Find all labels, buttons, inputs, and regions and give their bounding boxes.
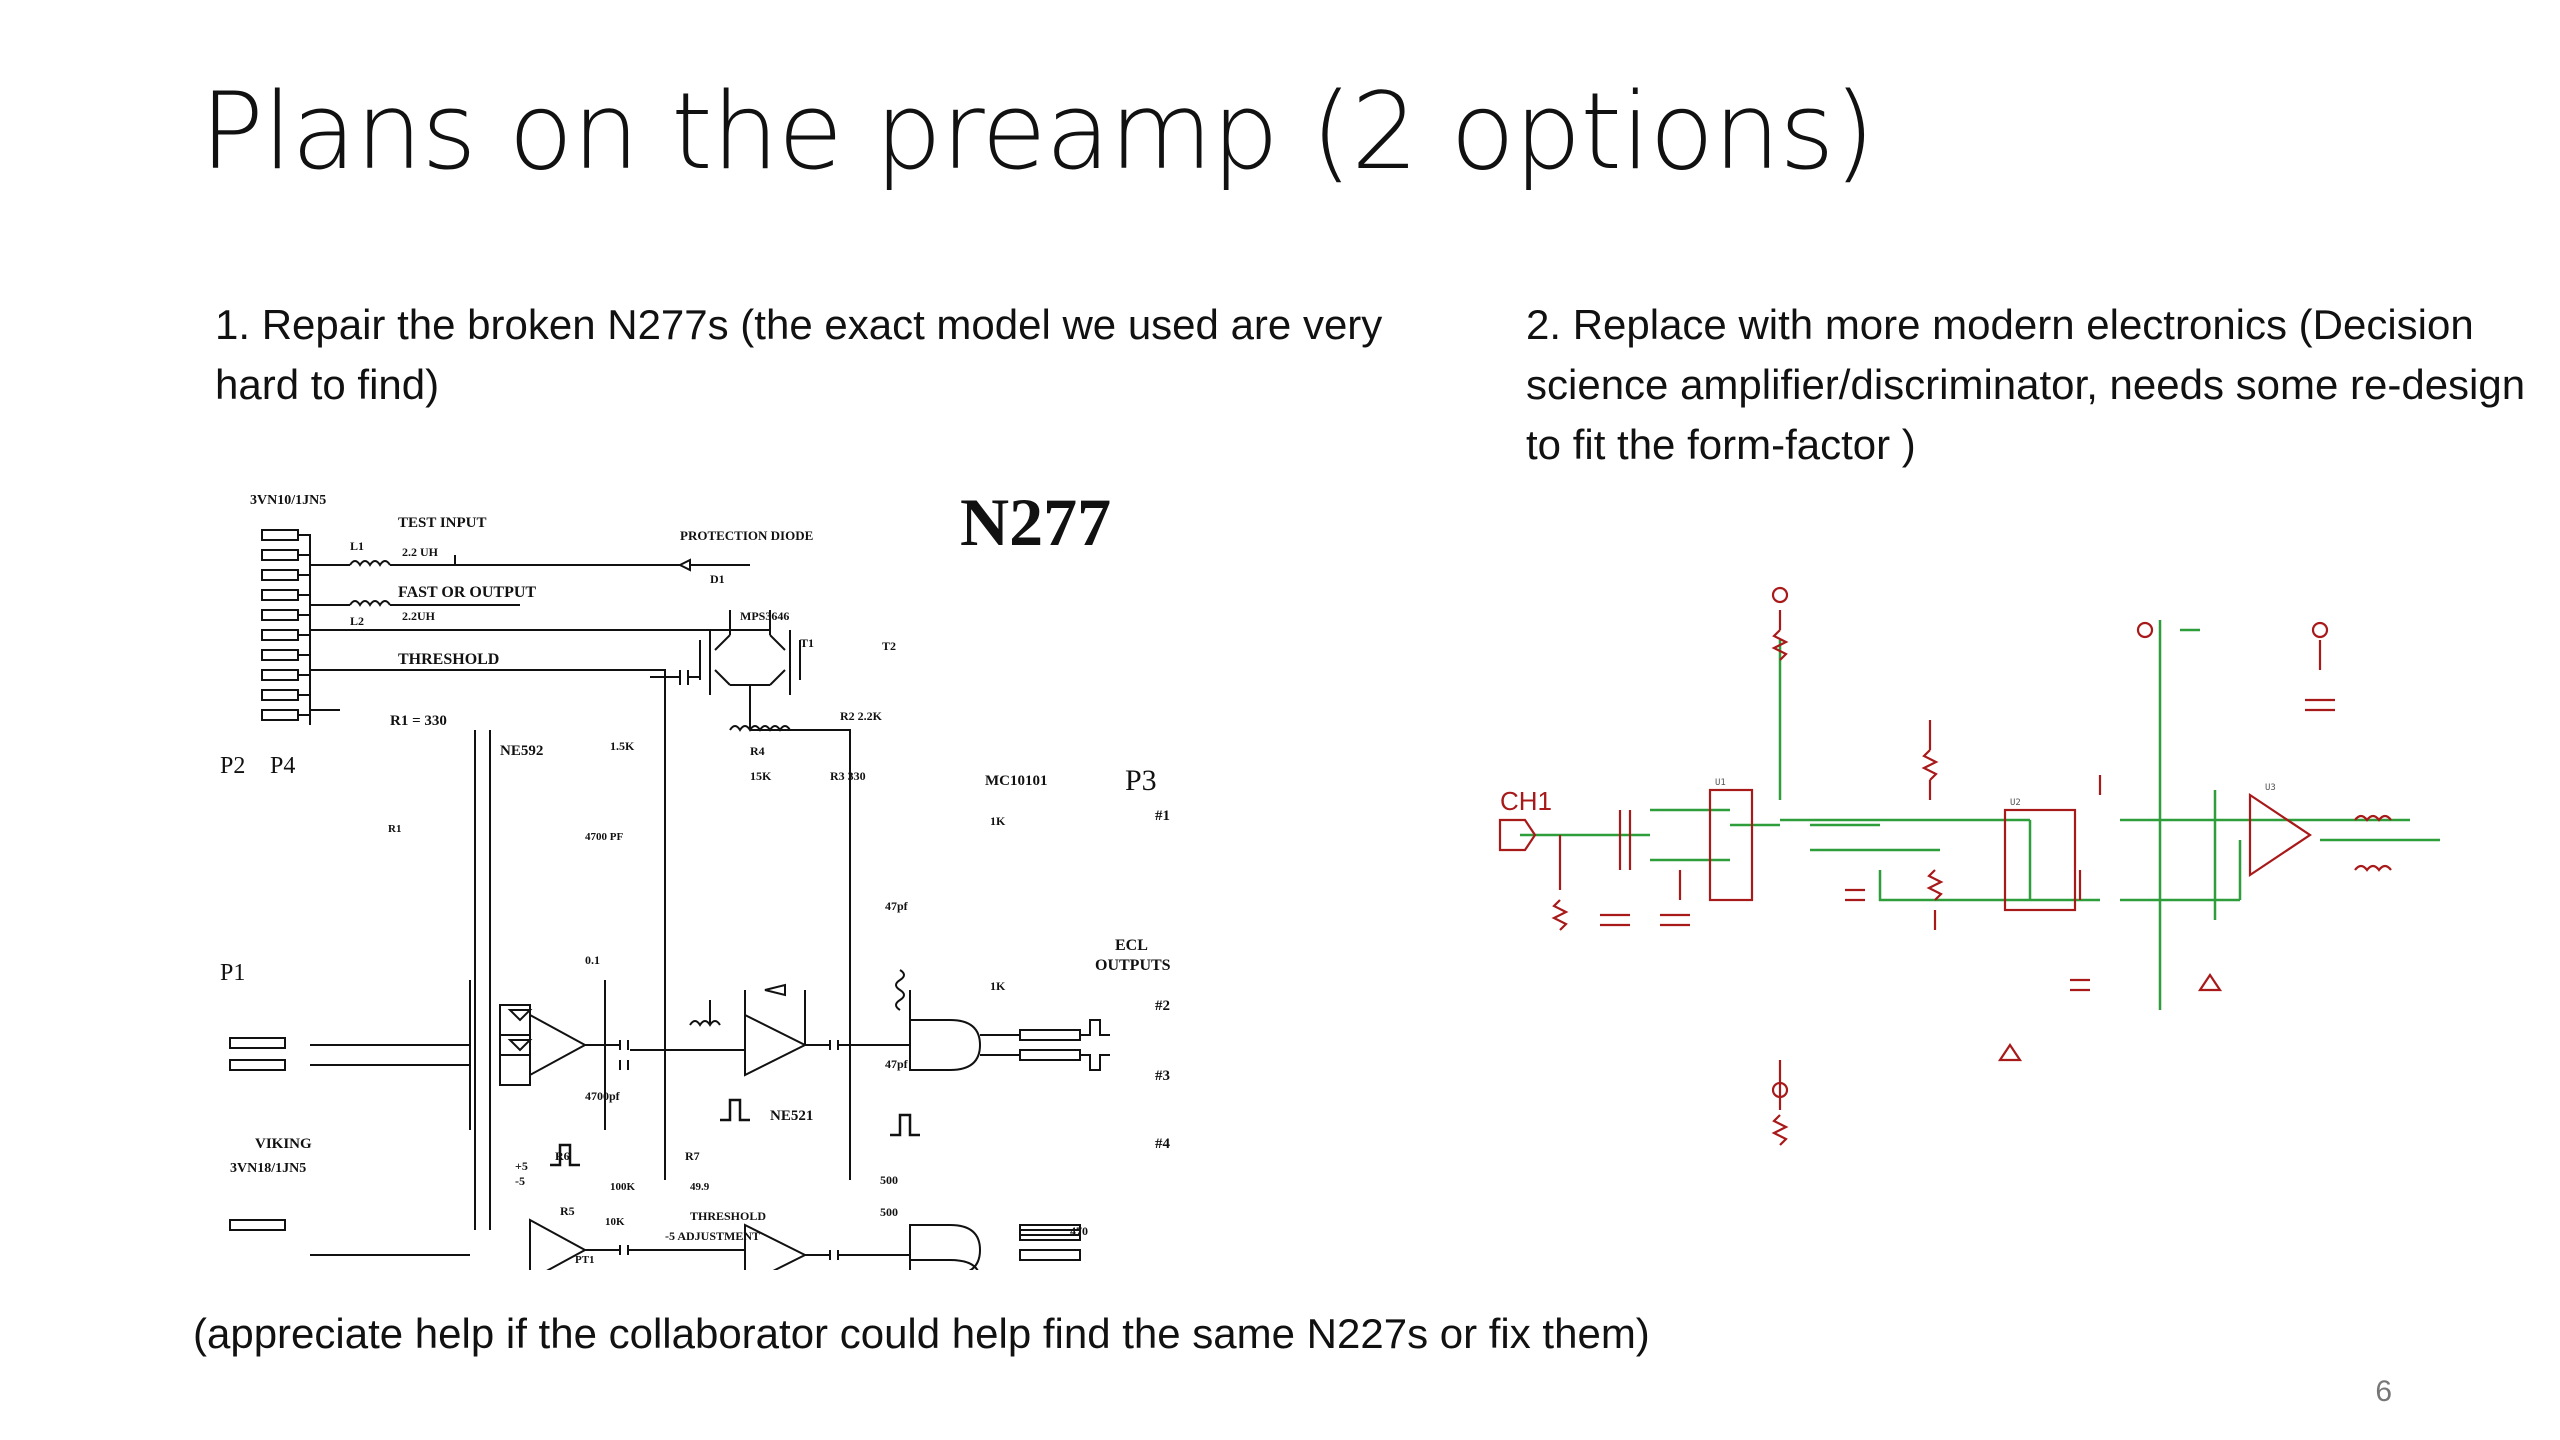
cap-0-1-label: 0.1: [585, 953, 600, 967]
ne592-label: NE592: [500, 743, 543, 759]
r5-value: 10K: [605, 1216, 625, 1228]
cap-47pf-b-label: 47pf: [885, 1057, 909, 1071]
r7-label: R7: [685, 1149, 700, 1163]
threshold-adjust-label-1: THRESHOLD: [690, 1209, 766, 1223]
r6-label: R6: [555, 1149, 570, 1163]
p2-label: P2: [220, 753, 245, 779]
r-1k-b-label: 1K: [990, 979, 1006, 993]
r470-label: 470: [1070, 1224, 1088, 1238]
n277-schematic: 3VN10/1JN5 TEST INPUT L1 2.2 UH PROTECTI…: [220, 484, 1171, 1270]
l1-value: 2.2 UH: [402, 545, 439, 559]
svg-text:U3: U3: [2265, 783, 2276, 793]
r-1k-a-label: 1K: [990, 814, 1006, 828]
mc10101-label: MC10101: [985, 773, 1048, 789]
cap-47pf-a-label: 47pf: [885, 899, 909, 913]
r6-value: 100K: [610, 1181, 636, 1193]
footer-note: (appreciate help if the collaborator cou…: [193, 1310, 1650, 1357]
p1-label: P1: [220, 960, 245, 986]
connector-bottom-label: 3VN18/1JN5: [230, 1161, 306, 1176]
mps-label: MPS3646: [740, 609, 789, 623]
slide-title: Plans on the preamp (2 options): [200, 70, 1875, 193]
r5-label: R5: [560, 1204, 575, 1218]
outputs-label: OUTPUTS: [1095, 957, 1171, 974]
t1-label: T1: [800, 636, 814, 650]
r4-label: R4: [750, 744, 765, 758]
cap-4700pf-b-label: 4700pf: [585, 1089, 621, 1103]
connector-top-label: 3VN10/1JN5: [250, 493, 326, 508]
pt1-label: PT1: [575, 1254, 595, 1266]
cap-4700pf-label: 4700 PF: [585, 831, 623, 843]
l2-value: 2.2UH: [402, 609, 436, 623]
svg-text:U2: U2: [2010, 798, 2021, 808]
r3-label: R3 330: [830, 769, 866, 783]
p4-label: P4: [270, 753, 295, 779]
output-2-label: #2: [1155, 998, 1170, 1014]
output-3-label: #3: [1155, 1068, 1170, 1084]
option-1-text: 1. Repair the broken N277s (the exact mo…: [215, 301, 1383, 408]
r1-330-label: R1 = 330: [390, 713, 447, 729]
r4-value: 15K: [750, 769, 772, 783]
svg-text:U1: U1: [1715, 778, 1726, 788]
n277-title: N277: [960, 484, 1111, 560]
r1-label: R1: [388, 823, 401, 835]
viking-label: VIKING: [255, 1136, 312, 1152]
ecl-label: ECL: [1115, 937, 1148, 954]
minus5-label: -5: [515, 1174, 525, 1188]
ne521-label: NE521: [770, 1108, 813, 1124]
l1-label: L1: [350, 539, 364, 553]
p3-label: P3: [1125, 764, 1157, 797]
modern-board-schematic: CH1 U1 U2 U3: [1498, 586, 2440, 1146]
l2-label: L2: [350, 614, 364, 628]
page-number: 6: [2375, 1375, 2392, 1408]
threshold-label: THRESHOLD: [398, 651, 499, 668]
t2-label: T2: [882, 639, 896, 653]
d1-label: D1: [710, 572, 725, 586]
fast-or-label: FAST OR OUTPUT: [398, 584, 536, 601]
r500-a-label: 500: [880, 1173, 898, 1187]
protection-diode-label: PROTECTION DIODE: [680, 528, 813, 543]
r7-value: 49.9: [690, 1181, 710, 1193]
output-4-label: #4: [1155, 1136, 1171, 1152]
r500-b-label: 500: [880, 1205, 898, 1219]
plus5-label: +5: [515, 1159, 528, 1173]
r2-label: R2 2.2K: [840, 709, 883, 723]
output-1-label: #1: [1155, 808, 1170, 824]
test-input-label: TEST INPUT: [398, 515, 487, 531]
ch1-label: CH1: [1500, 786, 1552, 816]
option-2-text: 2. Replace with more modern electronics …: [1526, 301, 2526, 468]
r-1-5k-label: 1.5K: [610, 739, 635, 753]
threshold-adjust-label-2: -5 ADJUSTMENT: [665, 1229, 760, 1243]
